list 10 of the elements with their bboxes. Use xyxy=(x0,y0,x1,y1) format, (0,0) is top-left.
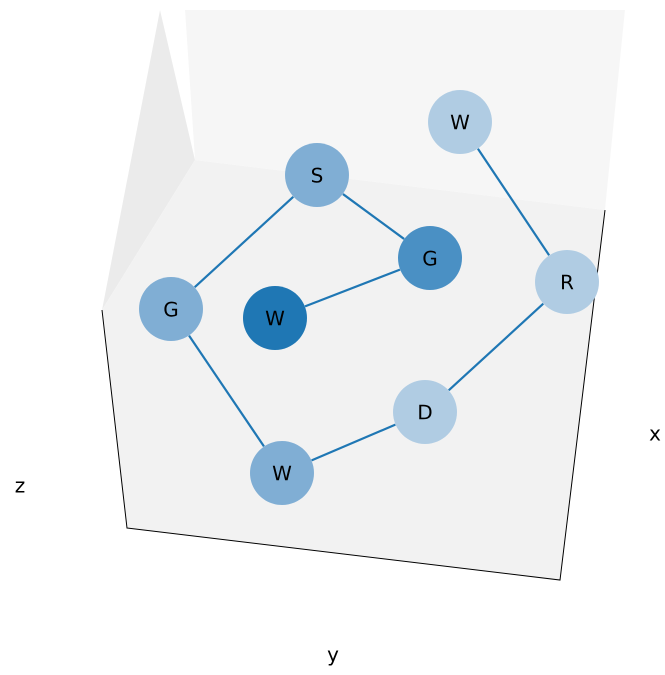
connector-line xyxy=(194,196,294,288)
connector-line xyxy=(476,148,550,256)
connector-line xyxy=(311,424,396,462)
axis-label: z xyxy=(16,482,24,492)
connector-line xyxy=(342,193,405,240)
axis-label: x xyxy=(650,430,660,440)
connector-line xyxy=(304,268,400,308)
axis-label: y xyxy=(328,650,338,666)
connector-line xyxy=(448,302,544,392)
connector-line xyxy=(188,335,265,447)
